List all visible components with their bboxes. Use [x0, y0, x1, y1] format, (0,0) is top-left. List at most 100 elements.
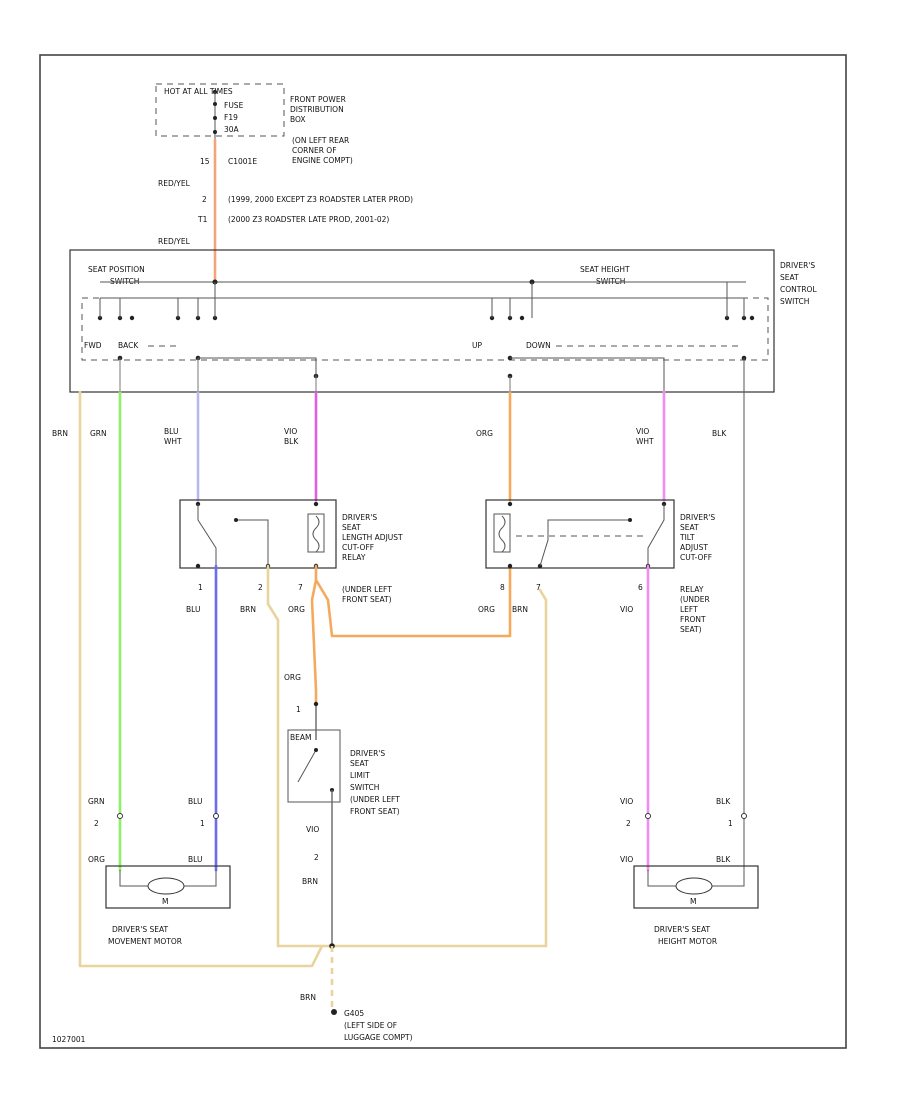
- wire-label-brn-right: BRN: [512, 605, 528, 614]
- wire-brn-left: [78, 390, 324, 968]
- relay-left-name-7: FRONT SEAT): [342, 595, 392, 604]
- fuse-node-bottom: [213, 130, 217, 134]
- relay-left-name-2: SEAT: [342, 523, 361, 532]
- movement-motor-name-1: DRIVER'S SEAT: [112, 925, 169, 934]
- wire-label-vio-relay: VIO: [620, 605, 633, 614]
- movement-motor-m: M: [162, 897, 168, 906]
- relay-left-coil-wind: [312, 515, 320, 553]
- relay-right-box: [485, 499, 675, 569]
- fuse-box-outline: [155, 83, 285, 137]
- fuse-id: F19: [224, 113, 238, 122]
- limit-name-1: DRIVER'S: [350, 749, 385, 758]
- height-motor-name-2: HEIGHT MOTOR: [658, 937, 717, 946]
- movement-wire-b: BLU: [188, 797, 202, 806]
- switch-name-1: DRIVER'S: [780, 261, 815, 270]
- power-source: HOT AT ALL TIMES FUSE F19 30A FRONT POWE…: [155, 83, 353, 165]
- seat-control-switch: DRIVER'S SEAT CONTROL SWITCH SEAT POSITI…: [69, 249, 817, 393]
- switch-outer-box: [69, 249, 775, 393]
- relay-right-name-3: TILT: [679, 533, 695, 542]
- limit-name-6: FRONT SEAT): [350, 807, 400, 816]
- movement-motor-box: [105, 865, 231, 909]
- wire-label-org-right: ORG: [478, 605, 495, 614]
- movement-motor: GRN BLU 2 1 ORG BLU M DRIVER'S SEAT MOVE…: [88, 797, 231, 946]
- fuse-box-location-1: (ON LEFT REAR: [292, 136, 349, 145]
- wire-brn-relay: [266, 564, 548, 948]
- height-motor-internal-b: [712, 870, 745, 887]
- fuse-rating: 30A: [224, 125, 240, 134]
- fuse-box-location-3: ENGINE COMPT): [292, 156, 353, 165]
- wire-label-vio-blk-2: BLK: [284, 437, 299, 446]
- limit-wire-vio: VIO: [306, 825, 319, 834]
- wire-label-blk: BLK: [712, 429, 727, 438]
- height-wire-a2: VIO: [620, 855, 633, 864]
- wire-label-vio-blk-1: VIO: [284, 427, 297, 436]
- fuse-node-mid: [213, 116, 217, 120]
- switch-name-3: CONTROL: [780, 285, 817, 294]
- connector-note-b: (2000 Z3 ROADSTER LATE PROD, 2001-02): [228, 215, 389, 224]
- relay-left-coil: [307, 513, 325, 553]
- wire-label-vio-wht-2: WHT: [636, 437, 654, 446]
- movement-motor-internal-b: [184, 870, 217, 887]
- limit-name-5: (UNDER LEFT: [350, 795, 400, 804]
- relay-left-name-3: LENGTH ADJUST: [342, 533, 403, 542]
- relay-right-name-1: DRIVER'S: [680, 513, 715, 522]
- relay-right-name-10: SEAT): [680, 625, 702, 634]
- fuse-label: FUSE: [224, 101, 244, 110]
- switch-name-4: SWITCH: [780, 297, 809, 306]
- fuse-box-name-2: DISTRIBUTION: [290, 105, 344, 114]
- motor-symbol-left: [147, 877, 185, 895]
- limit-wire-brn: BRN: [302, 877, 318, 886]
- fuse-box-location-2: CORNER OF: [292, 146, 337, 155]
- wire-label-vio-wht-1: VIO: [636, 427, 649, 436]
- diagram-frame: [39, 54, 847, 1049]
- relay-left-pin1: 1: [198, 583, 203, 592]
- fuse-node-top: [213, 102, 217, 106]
- movement-motor-name-2: MOVEMENT MOTOR: [108, 937, 182, 946]
- ground-location-2: LUGGAGE COMPT): [344, 1033, 413, 1042]
- limit-switch: 1 BEAM VIO 2 BRN DRIVER'S SEAT LIMIT SWI…: [287, 701, 400, 946]
- height-motor-internal: [647, 870, 676, 887]
- fuse-box-name-1: FRONT POWER: [290, 95, 346, 104]
- movement-wire-a: GRN: [88, 797, 105, 806]
- height-pin2: 2: [626, 819, 631, 828]
- relay-left-pin7: 7: [298, 583, 303, 592]
- height-wire-b2: BLK: [716, 855, 731, 864]
- relay-left-name-1: DRIVER'S: [342, 513, 377, 522]
- wire-label-brn-left: BRN: [52, 429, 68, 438]
- fwd-label: FWD: [84, 341, 102, 350]
- wire-label-org-relay: ORG: [288, 605, 305, 614]
- wire-label-blu-relay: BLU: [186, 605, 200, 614]
- limit-name-3: LIMIT: [350, 771, 370, 780]
- limit-pin1: 1: [296, 705, 301, 714]
- up-label: UP: [472, 341, 482, 350]
- back-label: BACK: [118, 341, 139, 350]
- hot-at-all-times-label: HOT AT ALL TIMES: [164, 87, 233, 96]
- connector-c1001e: C1001E: [228, 157, 257, 166]
- movement-pin2: 2: [94, 819, 99, 828]
- switch-contacts: [97, 315, 755, 321]
- relay-right-pin6: 6: [638, 583, 643, 592]
- seat-height-label-1: SEAT HEIGHT: [580, 265, 630, 274]
- wire-label-red-yel-bottom: RED/YEL: [158, 237, 191, 246]
- relay-right-pin7: 7: [536, 583, 541, 592]
- ground-location-1: (LEFT SIDE OF: [344, 1021, 397, 1030]
- relay-right-name-9: FRONT: [680, 615, 706, 624]
- height-motor-box: [633, 865, 759, 909]
- movement-wire-b2: BLU: [188, 855, 202, 864]
- wire-org-loop: [314, 564, 512, 638]
- pin-15: 15: [200, 157, 210, 166]
- ground-id: G405: [344, 1009, 364, 1018]
- fuse-box-name-3: BOX: [290, 115, 306, 124]
- pin-t1: T1: [197, 215, 208, 224]
- limit-beam: BEAM: [290, 733, 312, 742]
- limit-switch-box: [287, 729, 341, 803]
- connector-note-a: (1999, 2000 EXCEPT Z3 ROADSTER LATER PRO…: [228, 195, 413, 204]
- limit-name-4: SWITCH: [350, 783, 379, 792]
- ground: BRN G405 (LEFT SIDE OF LUGGAGE COMPT): [300, 943, 413, 1042]
- height-pin1: 1: [728, 819, 733, 828]
- limit-name-2: SEAT: [350, 759, 369, 768]
- relay-left-name-6: (UNDER LEFT: [342, 585, 392, 594]
- relay-left-contact: [197, 504, 217, 566]
- relay-right-name-8: LEFT: [680, 605, 698, 614]
